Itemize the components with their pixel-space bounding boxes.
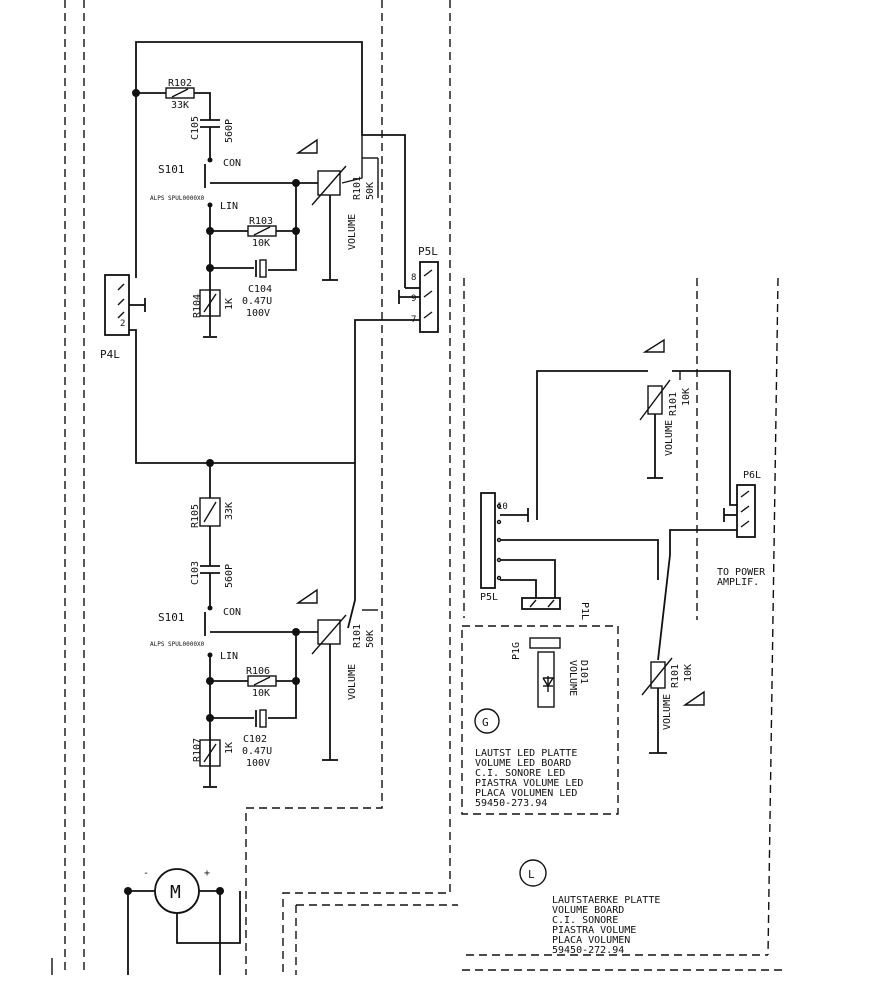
r102-value: 33K [171, 100, 189, 111]
board-l-line-4: PIASTRA VOLUME [552, 925, 636, 936]
c102-voltage: 100V [246, 758, 270, 769]
c102-value: 0.47U [242, 746, 272, 757]
p1g-ref: P1G [511, 642, 522, 660]
right-section [480, 370, 756, 754]
r101-right-name: VOLUME [664, 420, 675, 456]
r103-ref: R103 [249, 216, 273, 227]
component-labels: R102 33K C105 560P S101 CON LIN ALPS SPU… [100, 78, 766, 903]
p4l-pin: 2 [120, 319, 125, 329]
to-power-2: AMPLIF. [717, 577, 759, 588]
s101-bot-ref: S101 [158, 611, 185, 624]
p5l-top-connector [354, 261, 439, 466]
r101-bot-ref: R101 [352, 624, 363, 648]
c104-ref: C104 [248, 284, 272, 295]
c102-ref: C102 [243, 734, 267, 745]
motor-symbol: M [170, 882, 181, 903]
r104-value: 1K [224, 298, 235, 310]
s101-top-con: CON [223, 158, 241, 169]
r101-low-value: 10K [683, 664, 694, 682]
s101-bot-lin: LIN [220, 651, 238, 662]
p5l-right-pin: 10 [497, 502, 508, 512]
r102-ref: R102 [168, 78, 192, 89]
r101-low-name: VOLUME [662, 694, 673, 730]
d101-name: VOLUME [567, 660, 578, 696]
board-g-line-2: VOLUME LED BOARD [475, 758, 571, 769]
motor-plus: + [204, 868, 210, 879]
board-g-line-6: 59450-273.94 [475, 798, 547, 809]
board-borders [64, 0, 782, 975]
r101-bot-name: VOLUME [347, 664, 358, 700]
p5l-pin-7: 7 [411, 315, 416, 325]
motor [51, 868, 241, 975]
s101-top-lin: LIN [220, 201, 238, 212]
s101-bot-con: CON [223, 607, 241, 618]
p4l-connector [104, 274, 210, 464]
r105-ref: R105 [190, 504, 201, 528]
p1l-ref: P1L [579, 602, 590, 620]
board-g-line-1: LAUTST LED PLATTE [475, 748, 577, 759]
s101-top-part: ALPS SPUL0000X0 [150, 195, 205, 202]
board-g-line-5: PLACA VOLUMEN LED [475, 788, 577, 799]
c103-value: 560P [224, 564, 235, 588]
s101-bot-part: ALPS SPUL0000X0 [150, 641, 205, 648]
r101-right-value: 10K [681, 388, 692, 406]
board-g-letter: G [482, 716, 489, 729]
r101-top-value: 50K [365, 182, 376, 200]
c104-voltage: 100V [246, 308, 270, 319]
motor-minus: - [143, 868, 149, 879]
c105-value: 560P [224, 119, 235, 143]
top-channel [132, 41, 406, 338]
r106-ref: R106 [246, 666, 270, 677]
board-l-line-2: VOLUME BOARD [552, 905, 624, 916]
board-l-line-6: 59450-272.94 [552, 945, 624, 956]
p4l-ref: P4L [100, 348, 120, 361]
warning-triangles [295, 138, 705, 706]
p5l-top-ref: P5L [418, 245, 438, 258]
board-g-legend: G LAUTST LED PLATTE VOLUME LED BOARD C.I… [474, 708, 583, 809]
r101-top-ref: R101 [352, 176, 363, 200]
r107-ref: R107 [192, 738, 203, 762]
board-l-line-5: PLACA VOLUMEN [552, 935, 630, 946]
bottom-channel [199, 459, 378, 788]
r107-value: 1K [224, 742, 235, 754]
r101-low-ref: R101 [670, 664, 681, 688]
board-l-letter: L [528, 868, 535, 881]
p5l-pin-8: 8 [411, 273, 416, 283]
p6l-ref: P6L [743, 470, 761, 481]
to-power-1: TO POWER [717, 567, 766, 578]
r101-right-ref: R101 [668, 392, 679, 416]
c103-ref: C103 [190, 561, 201, 585]
c104-value: 0.47U [242, 296, 272, 307]
board-g-line-4: PIASTRA VOLUME LED [475, 778, 583, 789]
r106-value: 10K [252, 688, 270, 699]
board-l-line-3: C.I. SONORE [552, 915, 618, 926]
board-l-line-1: LAUTSTAERKE PLATTE [552, 895, 660, 906]
board-g-line-3: C.I. SONORE LED [475, 768, 565, 779]
p5l-right-ref: P5L [480, 592, 498, 603]
p5l-pin-9: 9 [411, 294, 416, 304]
r104-ref: R104 [192, 294, 203, 318]
s101-top-ref: S101 [158, 163, 185, 176]
c105-ref: C105 [190, 116, 201, 140]
r101-bot-value: 50K [365, 630, 376, 648]
r101-top-name: VOLUME [347, 214, 358, 250]
d101-ref: D101 [578, 660, 589, 684]
r105-value: 33K [224, 502, 235, 520]
board-l-legend: L LAUTSTAERKE PLATTE VOLUME BOARD C.I. S… [519, 859, 660, 956]
r103-value: 10K [252, 238, 270, 249]
